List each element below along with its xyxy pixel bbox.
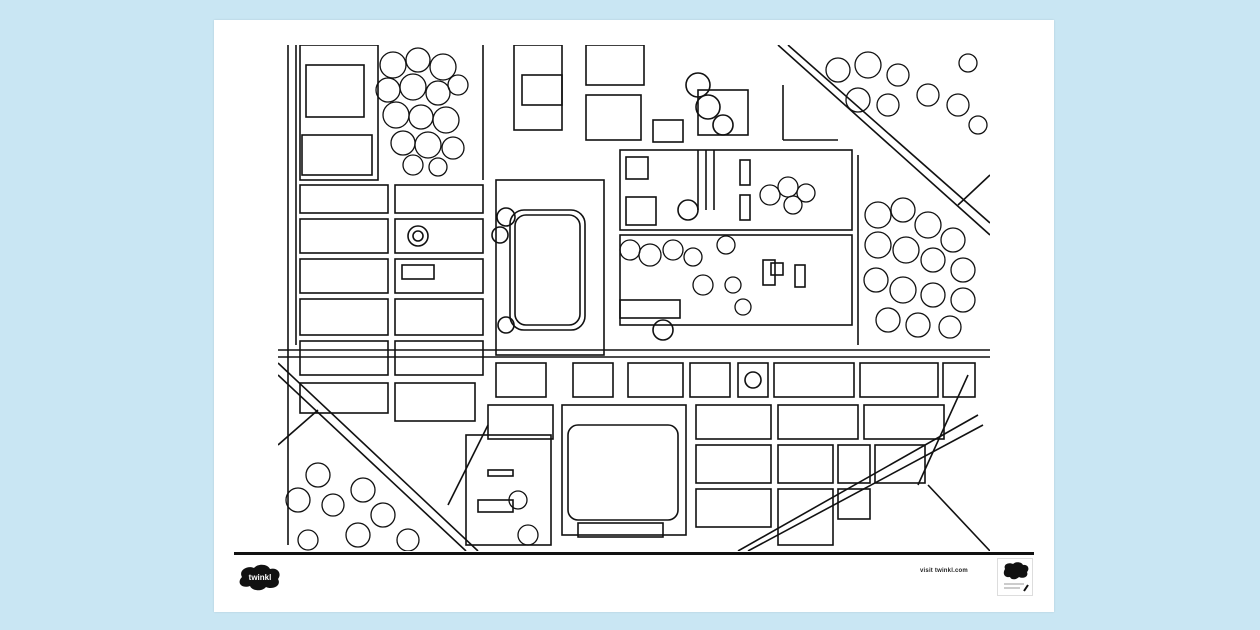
svg-text:twinkl: twinkl <box>249 573 272 582</box>
worksheet-paper: twinkl visit twinkl.com <box>214 20 1054 612</box>
footer-divider <box>234 552 1034 555</box>
twinkl-badge-right <box>997 558 1033 596</box>
site-url-text: visit twinkl.com <box>920 568 968 574</box>
twinkl-logo-left: twinkl <box>236 562 284 592</box>
city-map-illustration <box>278 45 990 551</box>
